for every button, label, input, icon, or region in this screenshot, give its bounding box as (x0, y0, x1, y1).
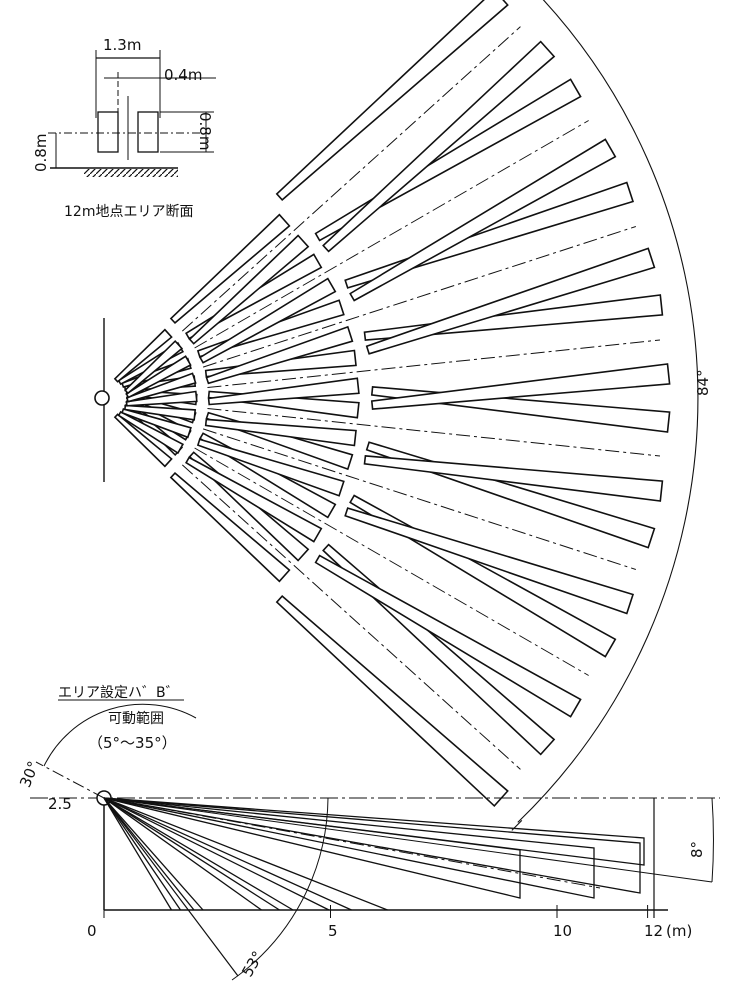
zone-beam (117, 410, 185, 455)
lowest-ray-line (103, 797, 713, 883)
width-label: 1.3m (103, 36, 142, 54)
cross-section-caption: 12m地点エリア断面 (64, 204, 194, 220)
side-zone (103, 797, 641, 894)
side-ray (103, 797, 173, 911)
zone-beam (322, 40, 556, 253)
movable-range-label: 可動範囲 (108, 711, 164, 727)
zone-centerline (202, 226, 636, 368)
zone-beam (349, 138, 617, 302)
zone-centerline (207, 407, 661, 457)
zone-beam (370, 363, 671, 410)
zone-rect-right (137, 111, 159, 153)
side-ray (103, 797, 195, 911)
zone-beam (169, 471, 291, 583)
zone-beam (196, 438, 345, 497)
axis-tick-5: 5 (328, 922, 338, 940)
zone-centerline (194, 120, 589, 349)
fan-angle-arc (517, 0, 699, 823)
side-ray (103, 797, 262, 911)
axis-tick-10: 10 (553, 922, 573, 940)
side-zone (103, 797, 645, 866)
zone-beam (207, 377, 360, 406)
zone-beam (169, 213, 291, 325)
side-ray (103, 797, 352, 911)
zone-centerline (181, 26, 521, 332)
zone-axis-line (103, 797, 601, 889)
side-ray (103, 797, 330, 911)
side-zone (103, 797, 595, 899)
zone-beam (199, 277, 337, 364)
zone-beam (363, 455, 664, 502)
zone-centerline (202, 428, 636, 570)
side-view (30, 699, 720, 981)
side-ray (103, 797, 294, 911)
zone-beam (188, 234, 310, 345)
ground-hatch (84, 169, 178, 177)
side-ray (103, 797, 182, 911)
cross-section-drawing (48, 50, 216, 177)
height-label-right: 0.8m (196, 112, 214, 151)
zone-beam (124, 339, 184, 395)
vertical-angle-arc (711, 797, 714, 883)
zone-centerline (207, 339, 661, 389)
axis-unit: (m) (666, 922, 693, 940)
zone-centerline (194, 447, 589, 676)
area-setting-label: エリア設定ハ゛B゛ (58, 685, 180, 701)
zone-beam (365, 247, 656, 355)
axis-tick-12: 12 (644, 922, 664, 940)
zone-beam (121, 408, 192, 439)
zone-beam (275, 0, 509, 202)
movable-range-arc (43, 703, 197, 767)
side-ray (103, 797, 280, 911)
zone-beam (125, 390, 198, 407)
side-ray (103, 797, 204, 911)
zone-beam (204, 418, 357, 447)
axis-tick-0: 0 (87, 922, 97, 940)
zone-beam (113, 413, 173, 468)
zone-beam (125, 355, 192, 399)
range-value-label: （5°～35°） (88, 734, 177, 752)
top-view-fan (94, 0, 699, 831)
gap-label: 0.4m (164, 66, 203, 84)
zone-beam (125, 372, 197, 403)
height-label-left: 0.8m (32, 133, 50, 172)
zone-beam (205, 325, 354, 385)
zone-beam (113, 328, 173, 383)
fan-angle-label: 84° (694, 369, 712, 396)
tilt-line (35, 761, 105, 799)
side-ray (103, 797, 388, 911)
zone-rect-left (97, 111, 119, 153)
down-angle-arc (231, 797, 329, 981)
zone-beam (275, 594, 509, 808)
zone-beam (314, 554, 582, 718)
zone-centerline (181, 464, 521, 770)
mount-height-label: 2.5 (48, 795, 72, 813)
zone-beam (124, 404, 197, 421)
zone-beam (185, 456, 323, 543)
vertical-angle-label: 8° (688, 840, 706, 858)
sensor-circle (94, 390, 110, 406)
zone-beam (344, 507, 635, 615)
down-angle-ray (103, 797, 239, 977)
